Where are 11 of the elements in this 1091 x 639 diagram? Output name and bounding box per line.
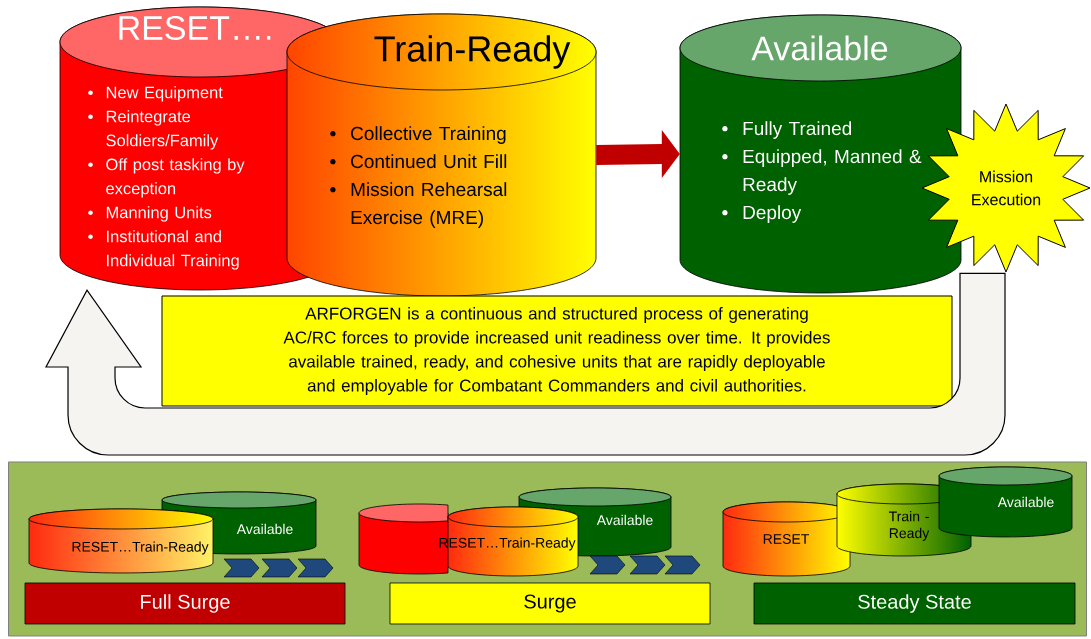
label-bar: Full Surge [24,582,346,625]
cylinder: RESET…Train-Ready [28,508,214,574]
cylinder: Available [938,466,1073,538]
starburst: Mission Execution [921,103,1091,273]
label-bar: Steady State [753,582,1076,625]
cylinder: Available Fully Trained Equipped, Manned & Ready Deploy [679,14,962,294]
u-turn-arrow [45,272,1006,456]
cylinder: Train-Ready Collective Training Continued Unit Fill Mission Rehearsal Exercise (MRE) [286,13,597,297]
text-box: ARFORGEN is a continuous and structured process of generating AC/RC forces to provide increased unit readiness over time. It provides available trained, ready, and cohesive units that are rapidly deployable and employable for Combatant Commanders and civil authorities. [161,295,953,407]
arrow [596,130,680,178]
label-bar: Surge [389,582,711,625]
